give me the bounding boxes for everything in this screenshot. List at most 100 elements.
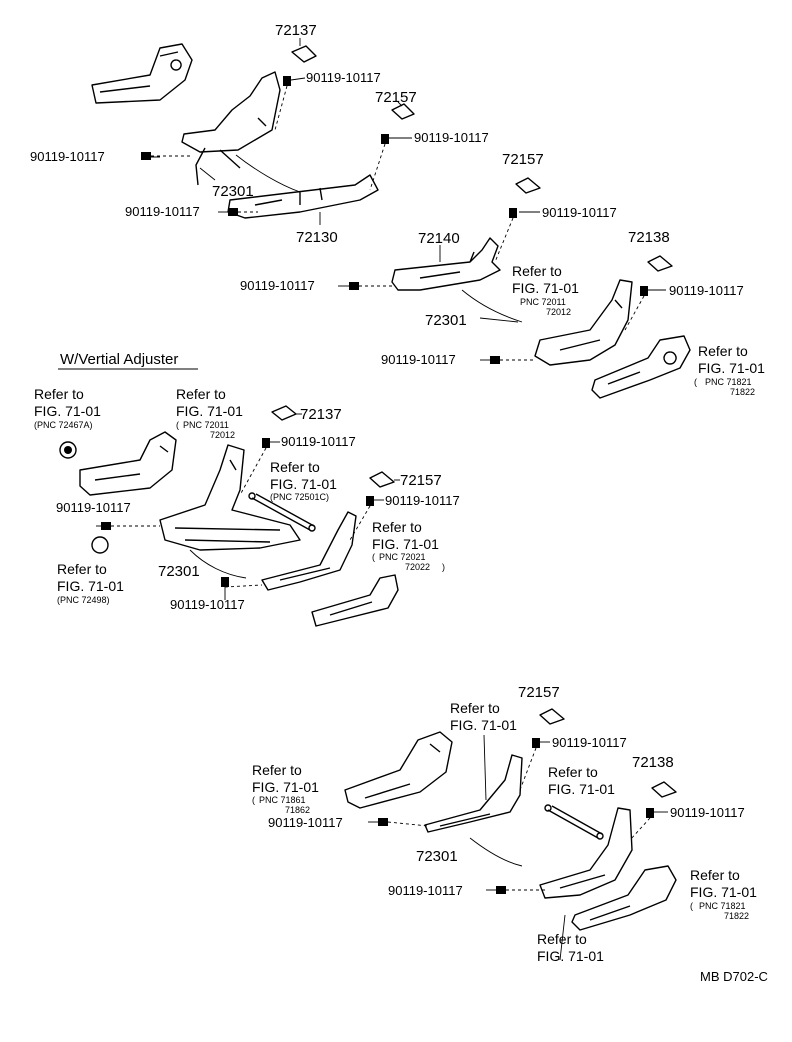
fig-label: FIG. 71-01 [690,884,757,900]
refer-label: Refer to [450,700,500,716]
wire-72301-drawing [235,154,301,193]
label-bolt: 90119-10117 [56,500,131,515]
pnc-label: PNC 71821 [705,377,752,387]
group-4-seat-track: 72157 Refer to FIG. 71-01 90119-10117 Re… [252,684,757,964]
pnc-label: PNC 71821 [699,901,746,911]
label-72157: 72157 [518,684,560,701]
shield-cover-drawing [91,43,193,104]
refer-label: Refer to [57,561,107,577]
label-bolt: 90119-10117 [414,130,489,145]
label-72140: 72140 [418,230,460,247]
pnc-label: 72012 [210,430,235,440]
label-72138: 72138 [628,229,670,246]
label-72137: 72137 [275,22,317,39]
clip-72157-drawing [539,708,565,725]
bolt-icon [101,438,374,587]
fig-label: FIG. 71-01 [548,781,615,797]
label-bolt: 90119-10117 [30,149,105,164]
refer-label: Refer to [34,386,84,402]
label-72157: 72157 [400,472,442,489]
refer-label: Refer to [548,764,598,780]
fig-label: FIG. 71-01 [537,948,604,964]
group-2-seat-track: 72157 90119-10117 72140 72138 Refer to F… [240,151,765,399]
refer-label: Refer to [372,519,422,535]
label-bolt: 90119-10117 [669,283,744,298]
bracket-drawing [539,807,633,899]
bolt-icon [378,738,654,894]
pnc-label: PNC 72011 [520,297,566,307]
label-bolt: 90119-10117 [170,597,245,612]
track-drawing [261,511,357,591]
bracket-drawing [534,279,633,366]
pnc-label: 71822 [724,911,749,921]
bolt-icon [349,208,648,364]
label-bolt: 90119-10117 [306,70,381,85]
knob-drawing [59,441,77,459]
refer-label: Refer to [537,931,587,947]
paren-close: ) [442,562,445,572]
paren-open: ( [694,377,697,387]
pnc-label: (PNC 72467A) [34,420,93,430]
fig-label: FIG. 71-01 [372,536,439,552]
track-72140-drawing [391,237,501,291]
lower-shield-drawing [311,574,399,627]
clip-72138-drawing [647,255,673,272]
paren-open: ( [252,795,255,805]
label-bolt: 90119-10117 [240,278,315,293]
shield-drawing [344,731,453,809]
pnc-label: 72022 [405,562,430,572]
pnc-label: PNC 72021 [379,552,426,562]
label-72157: 72157 [502,151,544,168]
label-72138: 72138 [632,754,674,771]
fig-label: FIG. 71-01 [57,578,124,594]
fig-label: FIG. 71-01 [34,403,101,419]
frame-drawing [159,444,301,551]
wire-72301-drawing [189,549,247,579]
label-72301: 72301 [425,312,467,329]
label-bolt: 90119-10117 [670,805,745,820]
group-3-vertical-adjuster: W/Vertial Adjuster [34,351,460,627]
pnc-label: PNC 71861 [259,795,306,805]
label-bolt: 90119-10117 [552,735,627,750]
section-title: W/Vertial Adjuster [60,351,178,368]
drawing-code: MB D702-C [700,969,768,984]
label-72137: 72137 [300,406,342,423]
refer-label: Refer to [270,459,320,475]
shield-drawing [79,431,177,496]
clip-72157-drawing [369,471,395,488]
clip-72137-drawing [291,45,317,63]
fig-label: FIG. 71-01 [270,476,337,492]
bolt-icon [141,76,389,216]
label-bolt: 90119-10117 [125,204,200,219]
pnc-label: 72012 [546,307,571,317]
wire-72301-drawing [461,289,523,323]
track-frame-drawing [227,174,379,219]
label-bolt: 90119-10117 [388,883,463,898]
label-72301: 72301 [416,848,458,865]
link-rod-drawing [251,493,315,531]
refer-label: Refer to [690,867,740,883]
refer-label: Refer to [512,263,562,279]
wire-72301-drawing [469,837,523,867]
fig-label: FIG. 71-01 [450,717,517,733]
label-bolt: 90119-10117 [381,352,456,367]
pnc-label: (PNC 72501C) [270,492,329,502]
paren-open: ( [176,420,179,430]
pnc-label: 71862 [285,805,310,815]
refer-label: Refer to [252,762,302,778]
label-72301: 72301 [212,183,254,200]
recliner-bracket-drawing [181,71,281,186]
refer-label: Refer to [698,343,748,359]
clip-72157-drawing-a [391,103,415,120]
link-rod-drawing [547,805,603,839]
label-72157: 72157 [375,89,417,106]
group-1-seat-track: 72137 90119-10117 72157 90119-10117 9011… [30,22,489,246]
label-72130: 72130 [296,229,338,246]
clip-72137-drawing [271,405,297,421]
paren-open: ( [372,552,375,562]
knob-drawing [91,536,109,554]
shield-drawing-lower [571,865,677,931]
label-bolt: 90119-10117 [542,205,617,220]
label-72301: 72301 [158,563,200,580]
